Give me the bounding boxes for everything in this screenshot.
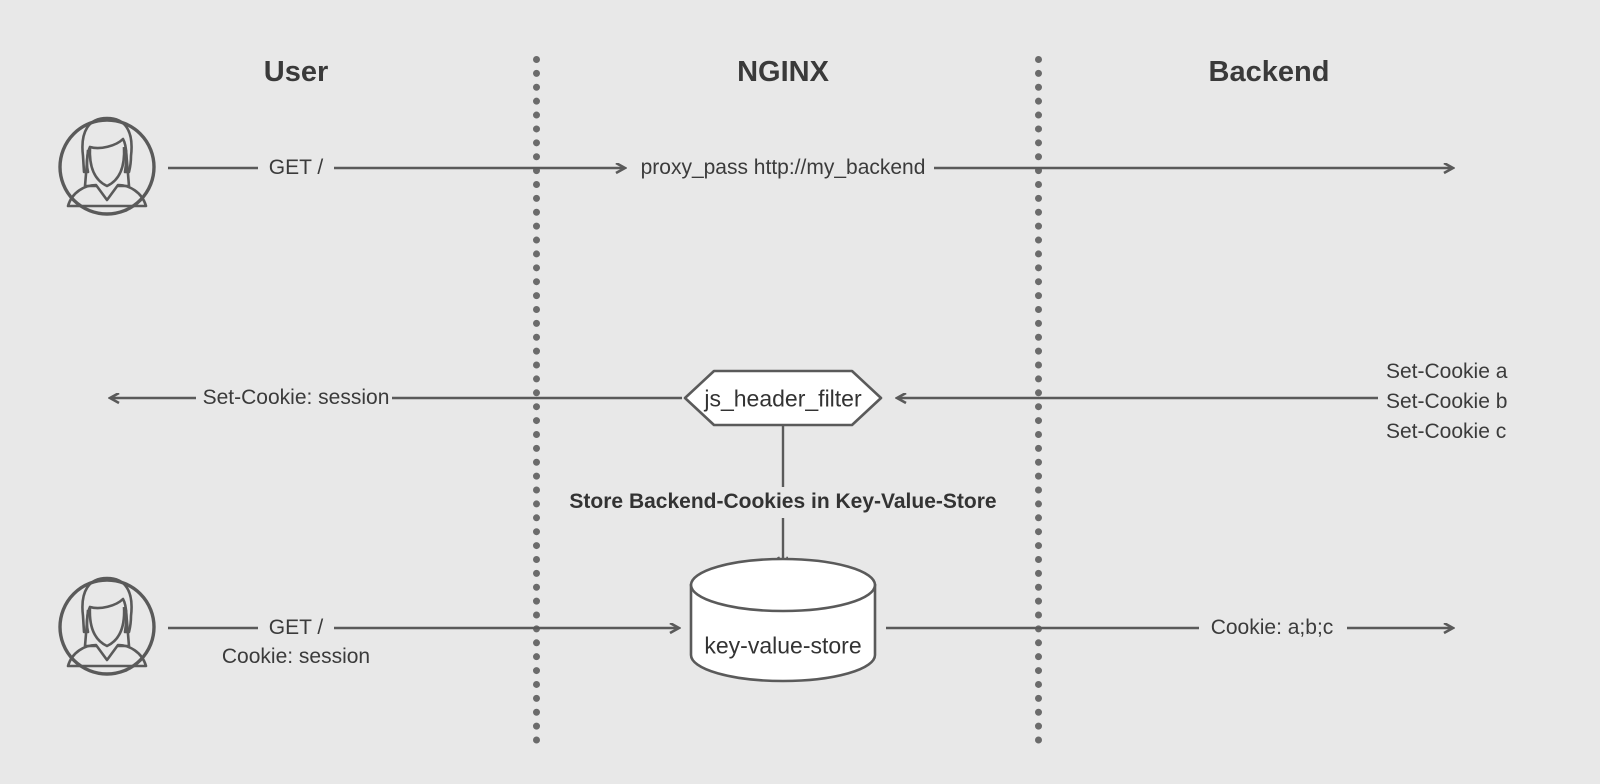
lifeline-left <box>533 56 540 744</box>
node-key-value-store[interactable] <box>689 557 877 683</box>
lifeline-right <box>1035 56 1042 744</box>
label-store-cookies: Store Backend-Cookies in Key-Value-Store <box>569 490 997 513</box>
label-get-root-top: GET / <box>268 156 324 179</box>
label-get-root-bottom: GET / <box>268 616 324 639</box>
lane-title-backend: Backend <box>1208 56 1330 88</box>
label-key-value-store: key-value-store <box>704 632 862 659</box>
label-set-cookie-b: Set-Cookie b <box>1386 390 1508 413</box>
user-avatar-icon-bottom <box>58 576 156 676</box>
label-set-cookie-c: Set-Cookie c <box>1386 420 1507 443</box>
user-avatar-icon-top <box>58 116 156 216</box>
label-js-header-filter: js_header_filter <box>704 385 862 412</box>
lane-title-user: User <box>263 56 329 88</box>
label-proxy-pass: proxy_pass http://my_backend <box>640 156 926 179</box>
label-backend-cookies: Set-Cookie a Set-Cookie b Set-Cookie c <box>1386 357 1507 447</box>
label-set-cookie-session: Set-Cookie: session <box>202 386 390 409</box>
label-cookie-session: Cookie: session <box>221 645 371 668</box>
label-cookie-abc: Cookie: a;b;c <box>1210 616 1334 639</box>
lane-title-nginx: NGINX <box>737 56 829 88</box>
label-set-cookie-a: Set-Cookie a <box>1386 360 1508 383</box>
